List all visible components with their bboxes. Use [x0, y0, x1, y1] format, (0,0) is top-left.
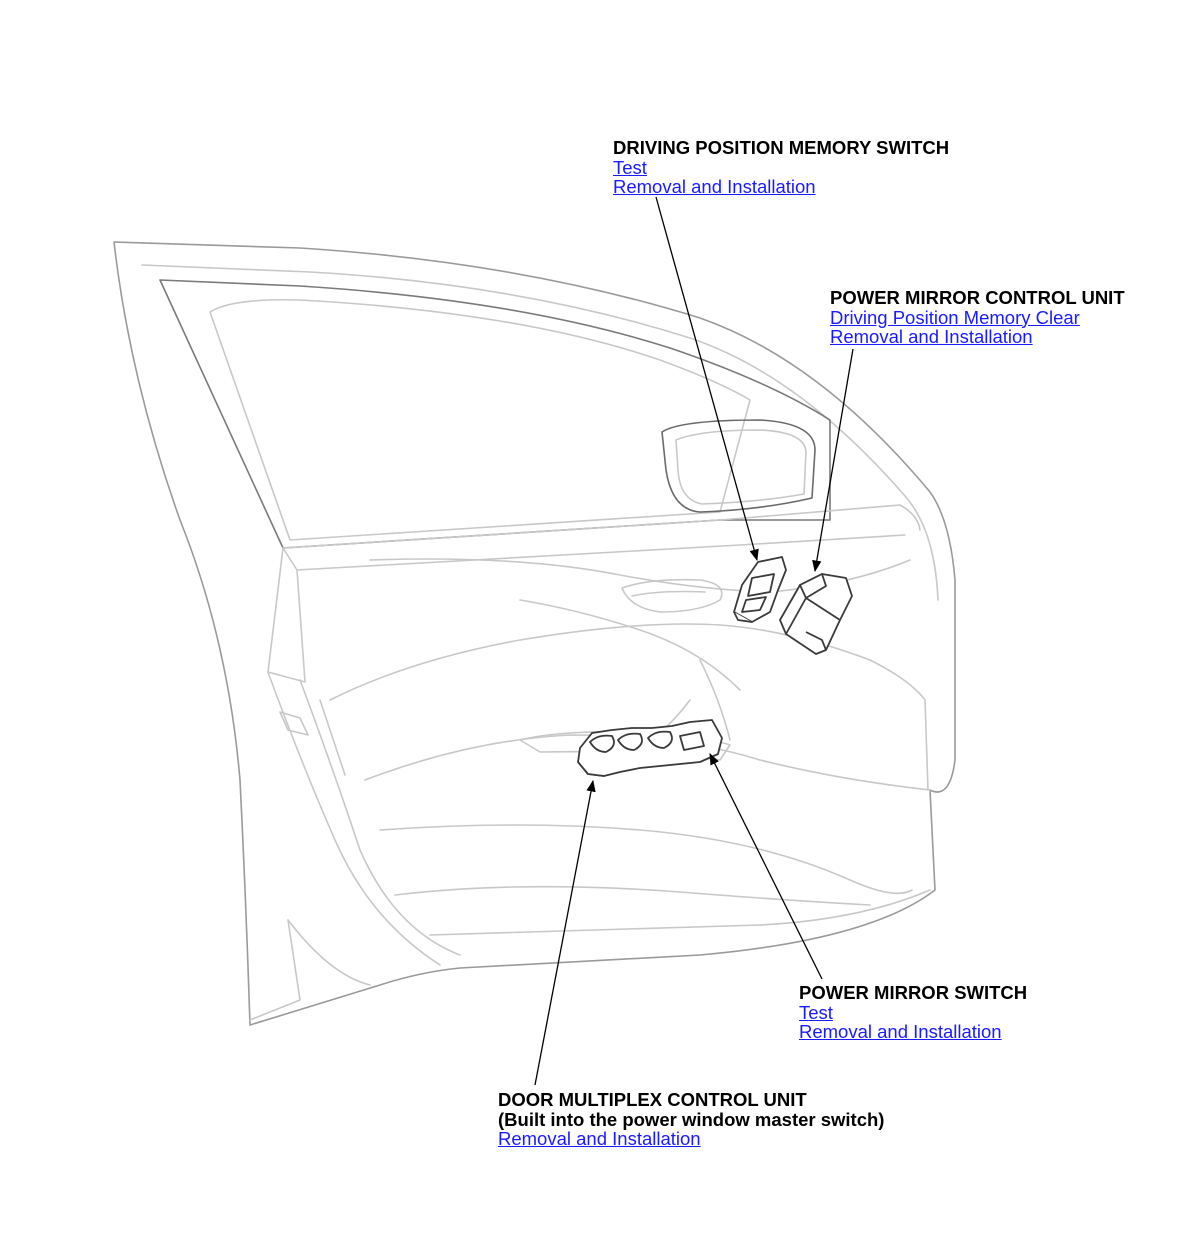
power-mirror-switch-test-link[interactable]: Test: [799, 1001, 833, 1023]
power-mirror-control-unit-part: [779, 573, 853, 655]
driving-position-memory-switch-test-link[interactable]: Test: [613, 156, 647, 178]
power-mirror-control-unit-title: POWER MIRROR CONTROL UNIT: [830, 287, 1125, 308]
power-mirror-switch-title: POWER MIRROR SWITCH: [799, 982, 1028, 1003]
driving-position-memory-switch-title: DRIVING POSITION MEMORY SWITCH: [613, 137, 950, 158]
power-mirror-control-unit-removal-link[interactable]: Removal and Installation: [830, 326, 1033, 347]
callout-driving-position-memory-switch: DRIVING POSITION MEMORY SWITCH Test Remo…: [613, 138, 949, 197]
callout-power-mirror-switch: POWER MIRROR SWITCH Test Removal and Ins…: [799, 983, 1027, 1042]
driving-position-memory-switch-removal-link[interactable]: Removal and Installation: [613, 176, 816, 197]
leader-lines: [534, 196, 854, 1086]
callout-door-multiplex-control-unit: DOOR MULTIPLEX CONTROL UNIT (Built into …: [498, 1090, 884, 1149]
door-multiplex-control-unit-subtitle: (Built into the power window master swit…: [498, 1108, 885, 1130]
door-multiplex-control-unit-removal-link[interactable]: Removal and Installation: [498, 1128, 701, 1149]
leader-power-mirror-switch: [709, 752, 823, 980]
leader-door-multiplex-control-unit: [534, 779, 596, 1086]
driving-position-memory-switch-part: [733, 556, 787, 623]
leader-driving-position-memory-switch: [655, 196, 759, 562]
power-window-master-switch-part: [577, 719, 723, 777]
door-multiplex-control-unit-title: DOOR MULTIPLEX CONTROL UNIT: [498, 1089, 807, 1110]
power-mirror-switch-removal-link[interactable]: Removal and Installation: [799, 1021, 1002, 1042]
power-mirror-control-unit-memory-clear-link[interactable]: Driving Position Memory Clear: [830, 306, 1080, 328]
callout-power-mirror-control-unit: POWER MIRROR CONTROL UNIT Driving Positi…: [830, 288, 1125, 347]
leader-power-mirror-control-unit: [812, 348, 854, 573]
